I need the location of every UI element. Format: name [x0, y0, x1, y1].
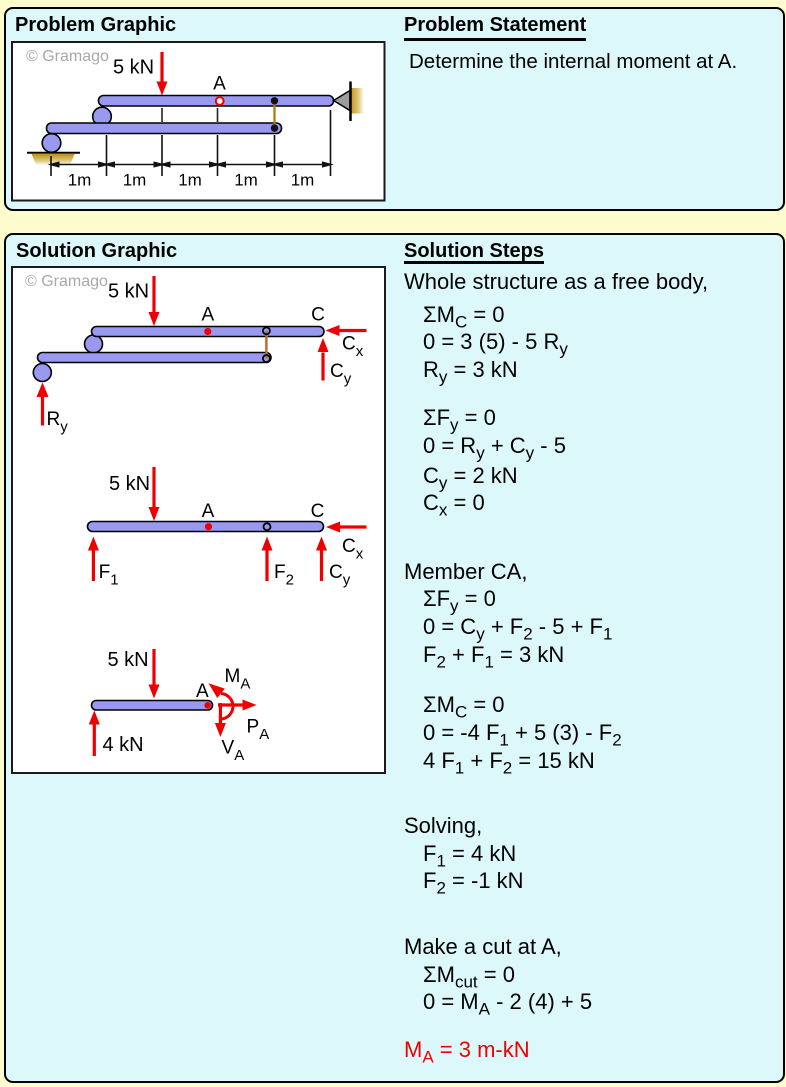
- svg-text:© Gramago: © Gramago: [25, 273, 108, 290]
- svg-text:A: A: [213, 74, 226, 95]
- svg-text:1m: 1m: [291, 171, 315, 190]
- svg-text:A: A: [196, 681, 209, 702]
- svg-text:1m: 1m: [68, 171, 92, 190]
- svg-text:4 kN: 4 kN: [103, 734, 144, 756]
- svg-text:A: A: [202, 501, 215, 522]
- svg-text:1m: 1m: [123, 171, 147, 190]
- svg-text:5 kN: 5 kN: [113, 56, 154, 78]
- svg-text:5 kN: 5 kN: [109, 473, 150, 495]
- svg-text:1m: 1m: [234, 171, 258, 190]
- svg-text:5 kN: 5 kN: [108, 281, 149, 303]
- svg-text:C: C: [311, 501, 325, 522]
- svg-text:5 kN: 5 kN: [108, 649, 149, 671]
- svg-text:A: A: [201, 305, 214, 326]
- svg-text:C: C: [311, 305, 325, 326]
- svg-text:1m: 1m: [178, 171, 202, 190]
- svg-text:© Gramago: © Gramago: [26, 48, 109, 65]
